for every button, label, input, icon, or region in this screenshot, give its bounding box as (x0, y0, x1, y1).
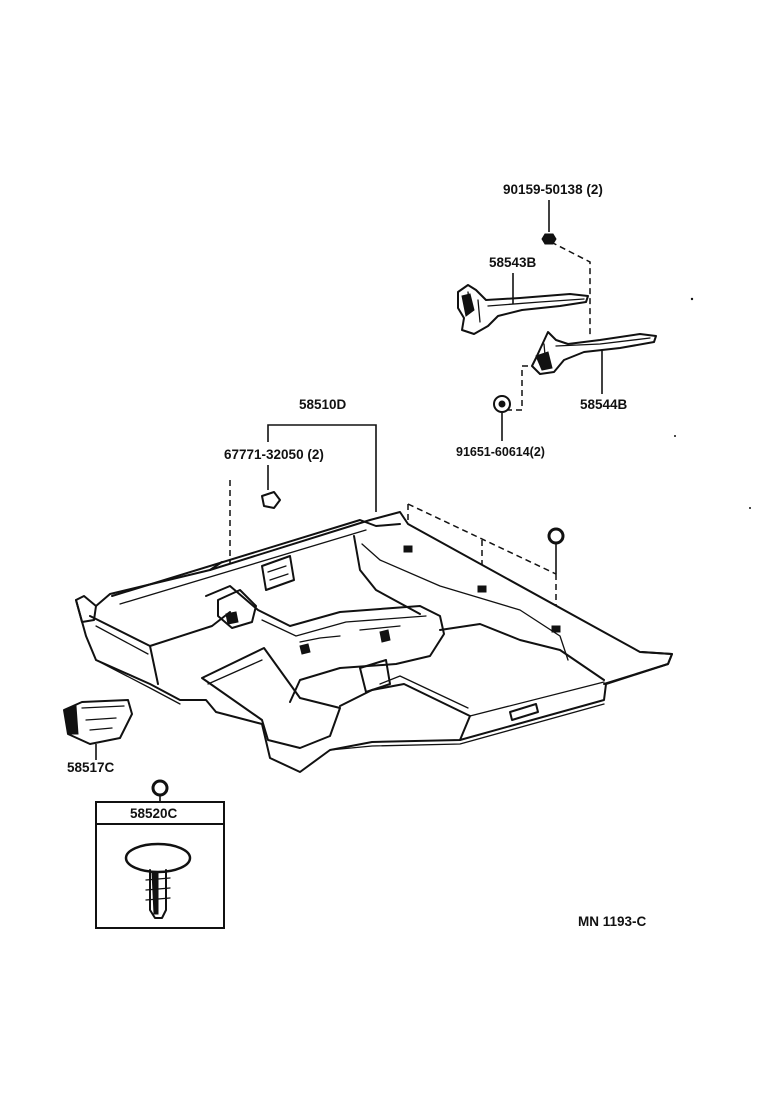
label-clip-pair: 67771-32050 (2) (224, 447, 324, 462)
leader-carpet (267, 424, 377, 512)
bracket-upper-group (457, 273, 589, 335)
side-piece-part (63, 699, 133, 745)
clip-icon (547, 527, 565, 545)
bracket-lower-part (531, 331, 657, 375)
nut-icon (493, 395, 511, 413)
push-clip-icon (124, 842, 192, 919)
bracket-upper-part (457, 284, 589, 335)
nut-group (493, 395, 511, 441)
label-carpet: 58510D (299, 397, 347, 412)
dash-clip-row-top (407, 503, 557, 575)
bracket-lower-group (507, 331, 657, 411)
figure-code: MN 1193-C (578, 914, 647, 929)
clip-box-frame (95, 823, 225, 929)
clip-box-group (95, 779, 225, 929)
clip-pair-icon (261, 491, 281, 509)
scan-specks (674, 297, 751, 509)
label-bracket-upper: 58543B (489, 255, 537, 270)
label-nut: 91651-60614(2) (456, 445, 545, 459)
dash-bracket-to-nut (507, 365, 528, 411)
bolt-top-group (541, 200, 591, 336)
label-bolt-top: 90159-50138 (2) (503, 182, 603, 197)
bolt-icon (541, 233, 557, 245)
clip-symbol-icon (151, 779, 169, 797)
label-bracket-lower: 58544B (580, 397, 628, 412)
floor-carpet-part (75, 511, 673, 773)
dash-bolt-to-bracket (550, 241, 591, 336)
label-clip-box: 58520C (130, 806, 178, 821)
side-piece-group (63, 699, 133, 760)
label-side-piece: 58517C (67, 760, 115, 775)
